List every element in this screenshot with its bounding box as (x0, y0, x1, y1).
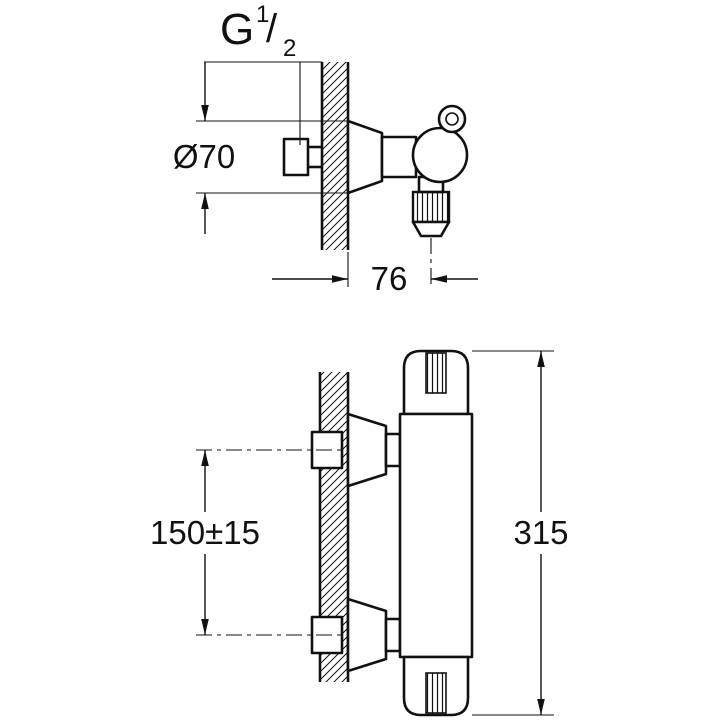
inlet-union-side (282, 137, 322, 177)
dimension-escutcheon-diameter: Ø70 (173, 62, 348, 234)
diameter-label: Ø70 (173, 138, 235, 175)
upper-escutcheon (346, 412, 388, 488)
mixer-body (398, 412, 474, 659)
handle-ring-inner (445, 112, 459, 126)
height-label: 315 (513, 514, 568, 551)
dimension-overall-height: 315 (472, 350, 569, 716)
wall-section-side (320, 62, 350, 250)
lower-escutcheon (346, 597, 388, 673)
shower-outlet (411, 175, 451, 238)
outlet-tip (411, 220, 451, 238)
handle-ring-outer (437, 104, 467, 134)
dimension-wall-projection: 76 (272, 238, 478, 297)
side-view: G 1 / 2 Ø70 76 (173, 0, 478, 297)
inlet-nut-side (282, 137, 310, 177)
outlet-thread (411, 190, 451, 224)
wall-hatching-side (322, 62, 348, 250)
top-handle-grip (425, 352, 447, 394)
dimension-inlet-spacing: 150±15 (150, 450, 260, 635)
upper-neck (384, 432, 402, 468)
projection-label: 76 (371, 260, 408, 297)
front-view: 150±15 315 (150, 349, 569, 717)
mixer-body-front (398, 349, 474, 717)
bottom-handle-grip (425, 672, 447, 714)
valve-body-side (380, 135, 418, 179)
spacing-label: 150±15 (150, 514, 260, 551)
dimension-thread-size: G 1 / 2 (204, 0, 322, 145)
handle-ring (437, 104, 467, 134)
escutcheon-side (346, 119, 384, 195)
thread-size-label: G 1 / 2 (220, 0, 296, 62)
lower-neck (384, 617, 402, 653)
temperature-handle (411, 126, 469, 184)
